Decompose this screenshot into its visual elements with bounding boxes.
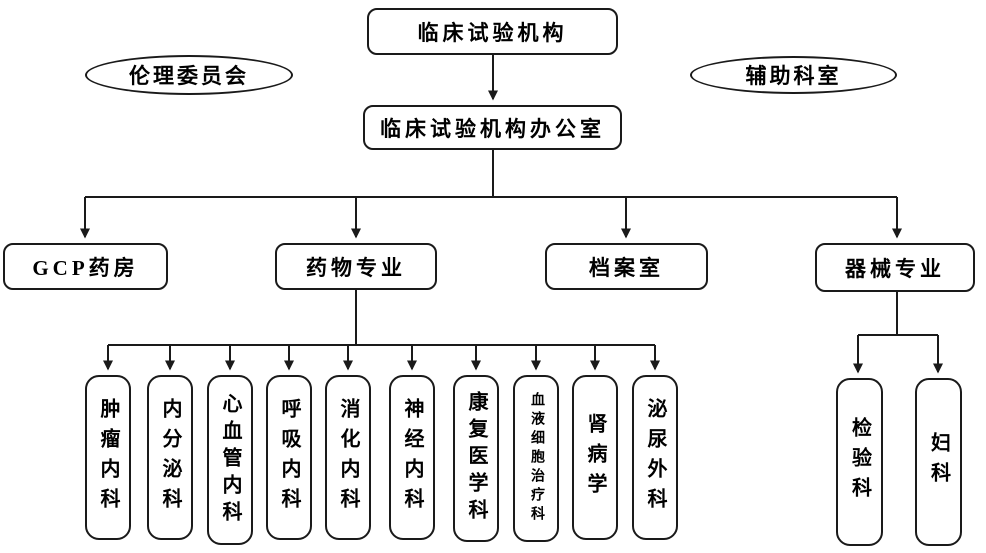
node-label: 血液细胞治疗科 (529, 392, 544, 525)
ellipse-auxiliary-departments: 辅助科室 (690, 56, 897, 94)
node-label: 心血管内科 (219, 392, 241, 528)
node-label: 肾病学 (584, 412, 606, 503)
node-dept-rehabilitation: 康复医学科 (453, 375, 499, 542)
node-dept-neurology: 神经内科 (389, 375, 435, 540)
node-label: 肿瘤内科 (97, 397, 119, 518)
node-label: 内分泌科 (159, 397, 181, 518)
node-dept-hematology-cell-therapy: 血液细胞治疗科 (513, 375, 559, 542)
node-dept-laboratory: 检验科 (836, 378, 883, 546)
node-label: 妇科 (927, 432, 950, 492)
node-dept-oncology: 肿瘤内科 (85, 375, 131, 540)
node-label: 临床试验机构办公室 (380, 116, 605, 141)
node-label: 康复医学科 (465, 391, 487, 526)
node-clinical-trial-institution: 临床试验机构 (367, 8, 618, 55)
node-gcp-pharmacy: GCP药房 (3, 243, 168, 290)
node-dept-endocrinology: 内分泌科 (147, 375, 193, 540)
node-label: 检验科 (848, 417, 871, 507)
node-dept-cardiology: 心血管内科 (207, 375, 253, 545)
node-label: 临床试验机构 (417, 20, 568, 45)
node-label: 伦理委员会 (129, 64, 249, 88)
node-drug-specialty: 药物专业 (275, 243, 437, 290)
node-label: 器械专业 (845, 256, 945, 281)
node-archive-room: 档案室 (545, 243, 708, 290)
node-label: 辅助科室 (745, 64, 842, 88)
ellipse-ethics-committee: 伦理委员会 (85, 55, 293, 95)
node-label: 档案室 (589, 255, 664, 280)
node-institution-office: 临床试验机构办公室 (363, 105, 622, 150)
node-dept-gynecology: 妇科 (915, 378, 962, 546)
node-label: 药物专业 (306, 255, 406, 280)
node-label: 泌尿外科 (644, 397, 666, 518)
node-dept-respiratory: 呼吸内科 (266, 375, 312, 540)
node-dept-gastroenterology: 消化内科 (325, 375, 371, 540)
node-dept-nephrology: 肾病学 (572, 375, 618, 540)
node-label: 神经内科 (401, 397, 423, 518)
node-label: 消化内科 (337, 397, 359, 518)
node-label: GCP药房 (32, 255, 139, 280)
node-device-specialty: 器械专业 (815, 243, 975, 292)
node-label: 呼吸内科 (278, 397, 300, 518)
node-dept-urology: 泌尿外科 (632, 375, 678, 540)
